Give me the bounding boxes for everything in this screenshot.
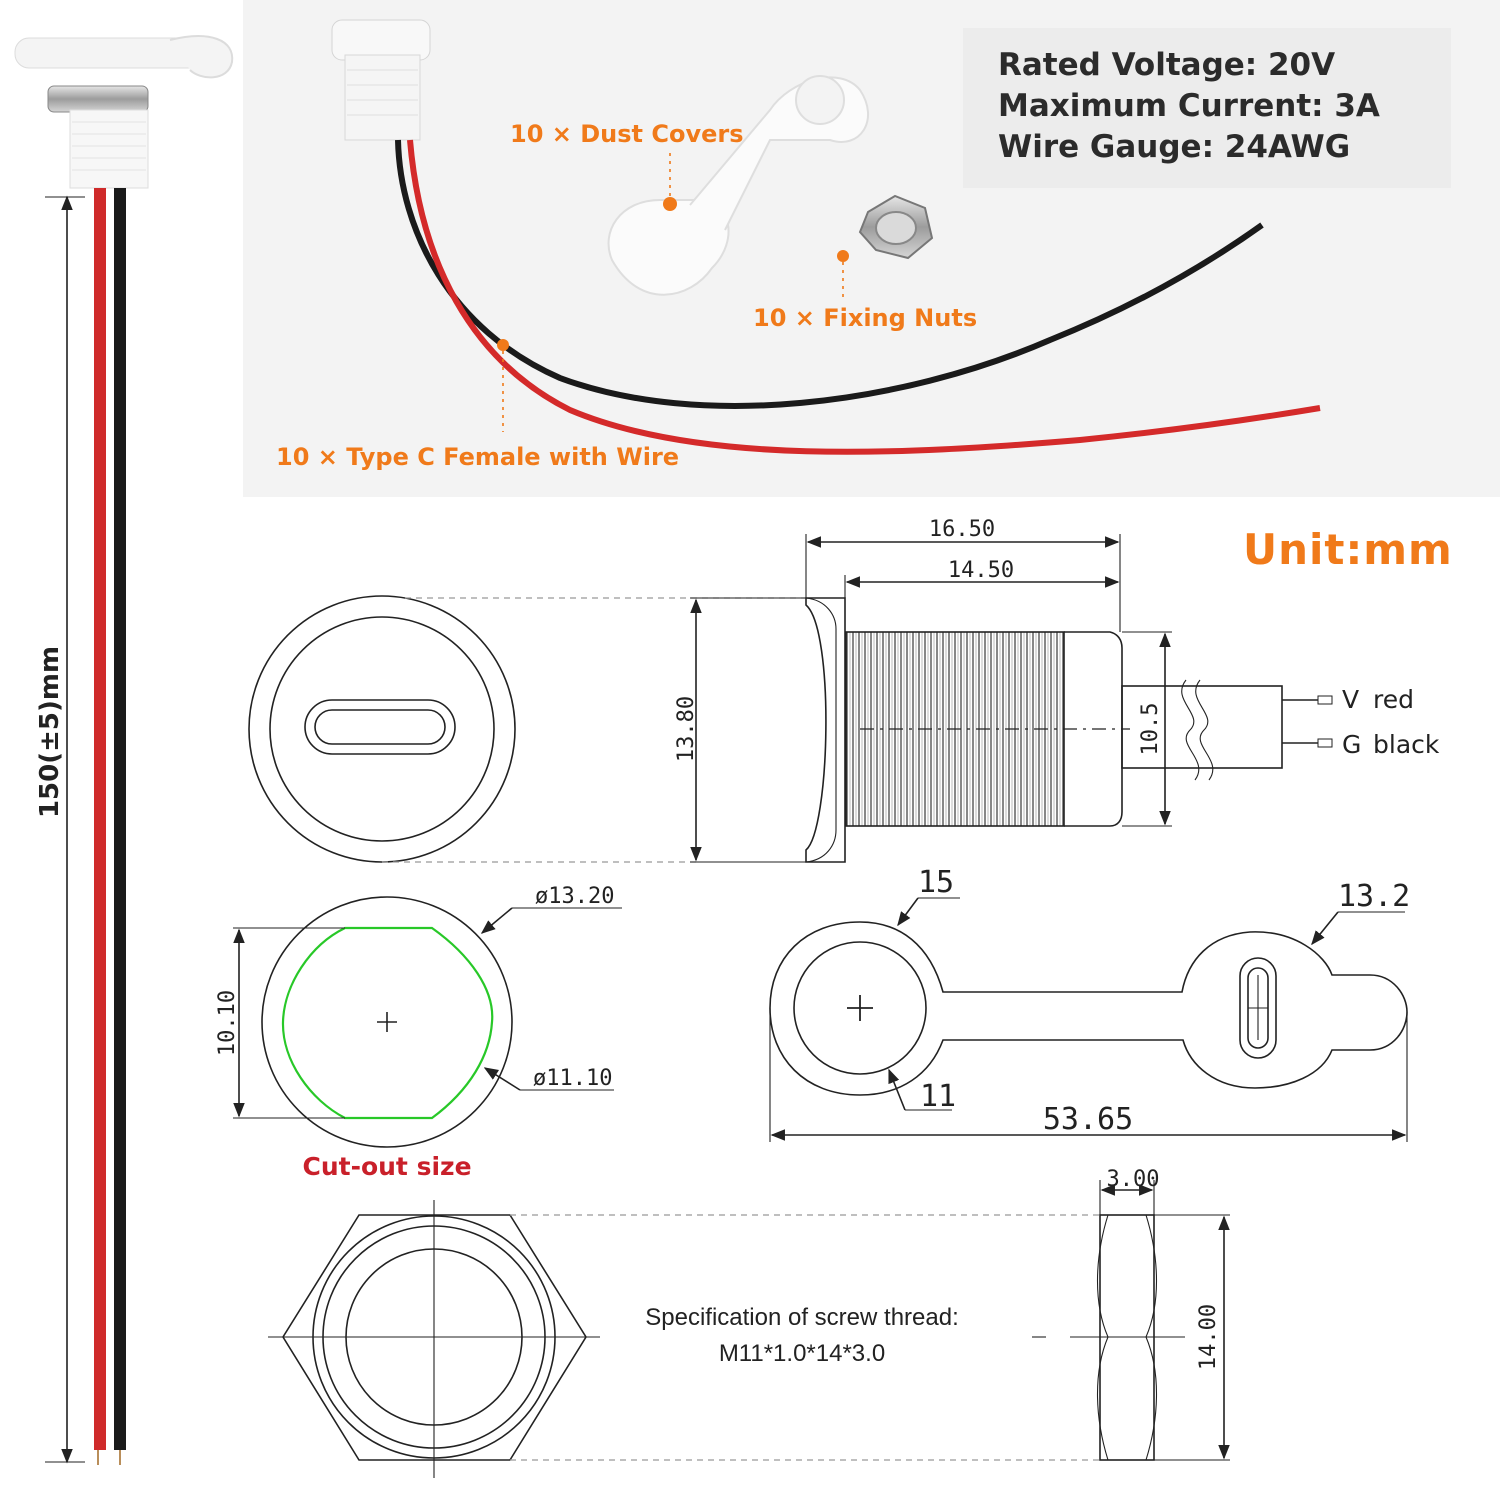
cap-inner-dim: 11 [920, 1079, 956, 1114]
dim-face-height: 13.80 [674, 696, 699, 762]
wire-length-label: 150(±5)mm [35, 646, 65, 818]
wire-g-color: black [1373, 730, 1440, 759]
unit-label: Unit:mm [1243, 525, 1453, 574]
dim-thread-length: 14.50 [948, 558, 1014, 583]
cap-ring-dim: 15 [918, 865, 954, 900]
threaded-body [69, 109, 149, 189]
thread-spec-title: Specification of screw thread: [645, 1304, 959, 1331]
nut-thickness-dim: 3.00 [1107, 1167, 1160, 1192]
black-wire [114, 188, 126, 1450]
cap-head-dim: 13.2 [1338, 879, 1410, 914]
dim-total-length: 16.50 [929, 517, 995, 542]
fixing-nuts-callout: 10 × Fixing Nuts [753, 304, 977, 332]
red-wire [94, 188, 106, 1450]
cap-length-dim: 53.65 [1043, 1102, 1133, 1137]
wire-v-label: V [1342, 685, 1359, 714]
nut-height-dim: 14.00 [1196, 1304, 1221, 1370]
dust-covers-callout: 10 × Dust Covers [510, 120, 743, 148]
cutout-outline [281, 926, 494, 1120]
wire-g-label: G [1342, 730, 1361, 759]
cutout-inner-diameter: ø11.10 [533, 1066, 612, 1091]
cutout-flat-dim: 10.10 [215, 990, 240, 1056]
cutout-title: Cut-out size [302, 1152, 471, 1181]
connector-left-illustration: 150(±5)mm [14, 35, 234, 1465]
dust-cap-drawing: 15 13.2 11 53.65 [769, 865, 1410, 1142]
fixing-nut-photo: 10 × Fixing Nuts [753, 194, 977, 332]
front-view [248, 595, 810, 863]
maximum-current: Maximum Current: 3A [998, 88, 1380, 124]
cutout-outer-diameter: ø13.20 [535, 884, 614, 909]
type-c-callout: 10 × Type C Female with Wire [276, 443, 679, 471]
spec-box: Rated Voltage: 20V Maximum Current: 3A W… [963, 28, 1451, 188]
rated-voltage: Rated Voltage: 20V [998, 47, 1335, 83]
thread-spec-value: M11*1.0*14*3.0 [719, 1340, 885, 1367]
type-c-connector-photo: 10 × Type C Female with Wire [276, 19, 1321, 471]
dim-body-height: 10.5 [1138, 703, 1163, 756]
dust-cover-photo: 10 × Dust Covers [510, 75, 870, 296]
cutout-view: 10.10 ø13.20 ø11.10 Cut-out size [215, 884, 622, 1181]
wire-v-color: red [1373, 685, 1414, 714]
side-view: 16.50 14.50 13.80 10.5 V red G black [674, 517, 1440, 863]
nut-drawing: 3.00 14.00 Specification of screw thread… [268, 1167, 1230, 1478]
metal-nut [47, 85, 149, 113]
red-wire-photo [407, 139, 1321, 455]
wire-gauge: Wire Gauge: 24AWG [998, 129, 1350, 165]
